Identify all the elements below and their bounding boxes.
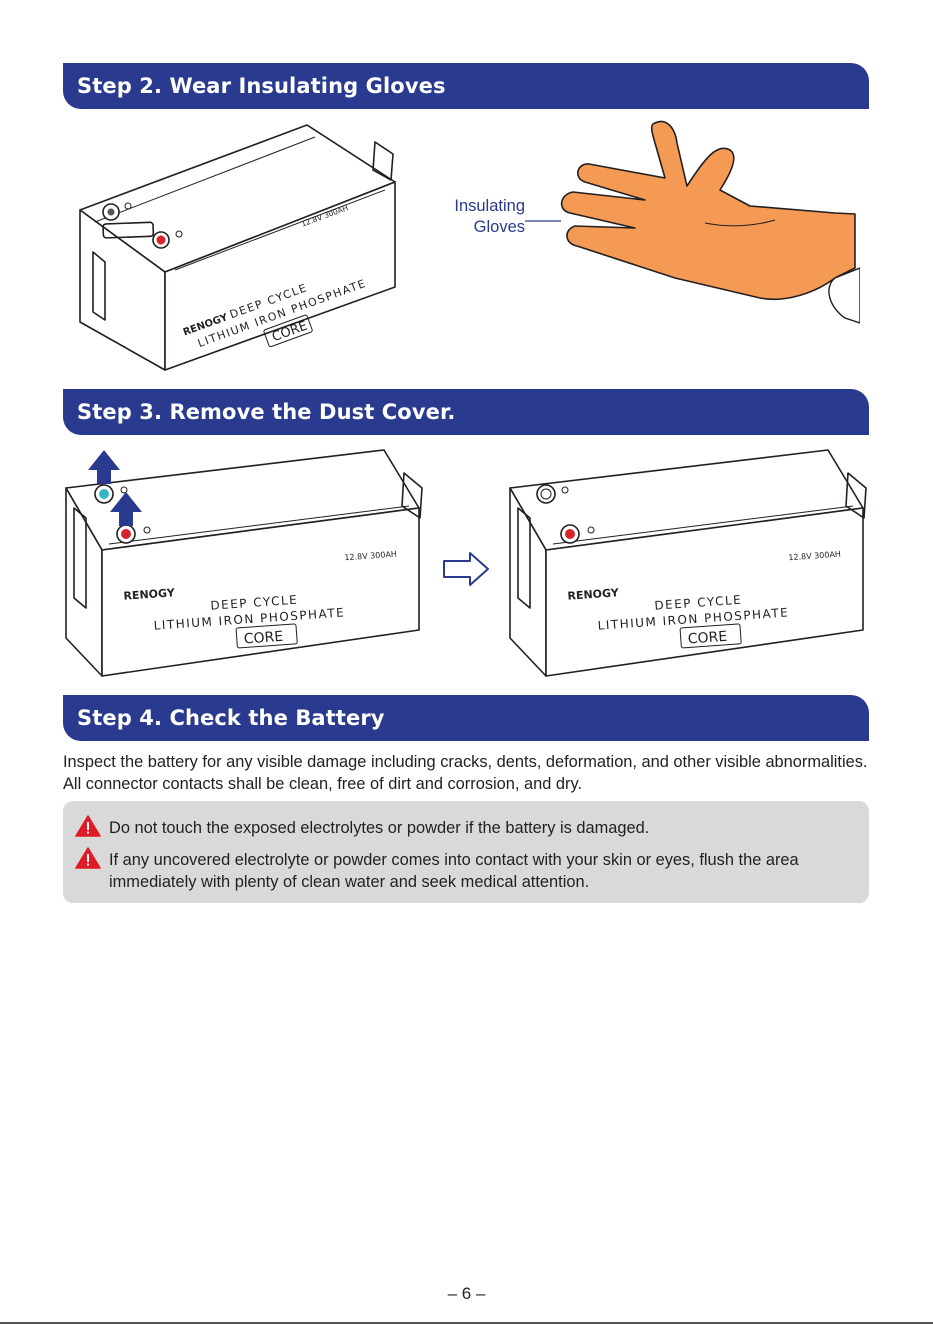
warning-text: Do not touch the exposed electrolytes or… (109, 819, 650, 837)
open-battery-core-label: CORE (687, 629, 727, 648)
warning-icon (75, 847, 101, 869)
open-battery-spec-text: 12.8V 300AH (788, 550, 841, 563)
page-number: – 6 – (447, 1284, 486, 1303)
open-deep-cycle-text: DEEP CYCLE (654, 593, 743, 613)
step2-banner: Step 2. Wear Insulating Gloves (63, 63, 869, 109)
step2-title: Step 2. Wear Insulating Gloves (77, 74, 446, 98)
open-renogy-logo: RENOGY (567, 586, 620, 603)
glove-label-line1: Insulating (454, 197, 525, 215)
cover-battery-spec-text: 12.8V 300AH (344, 550, 397, 563)
step4-banner: Step 4. Check the Battery (63, 695, 869, 741)
warning-item: Do not touch the exposed electrolytes or… (75, 815, 859, 839)
glove-label-line2: Gloves (473, 218, 525, 236)
warning-text: If any uncovered electrolyte or powder c… (109, 851, 799, 891)
warning-box: Do not touch the exposed electrolytes or… (63, 801, 869, 903)
cover-deep-cycle-text: DEEP CYCLE (210, 593, 299, 613)
step3-banner: Step 3. Remove the Dust Cover. (63, 389, 869, 435)
battery-illustration: 12.8V 300AH RENOGY DEEP CYCLE LITHIUM IR… (79, 124, 396, 371)
battery-with-cover-illustration: 12.8V 300AH RENOGY DEEP CYCLE LITHIUM IR… (65, 449, 423, 677)
next-arrow-icon (443, 552, 489, 586)
warning-item: If any uncovered electrolyte or powder c… (75, 847, 859, 893)
step3-title: Step 3. Remove the Dust Cover. (77, 400, 456, 424)
page-bottom-rule (0, 1322, 933, 1324)
battery-without-cover-illustration: 12.8V 300AH RENOGY DEEP CYCLE LITHIUM IR… (509, 449, 867, 677)
glove-leader-line (525, 220, 561, 222)
cover-battery-core-label: CORE (243, 629, 283, 648)
step4-title: Step 4. Check the Battery (77, 706, 385, 730)
insulating-gloves-label: Insulating Gloves (420, 196, 525, 238)
cover-renogy-logo: RENOGY (123, 586, 176, 603)
warning-icon (75, 815, 101, 837)
step4-body-text: Inspect the battery for any visible dama… (63, 753, 868, 793)
glove-icon (560, 120, 860, 324)
